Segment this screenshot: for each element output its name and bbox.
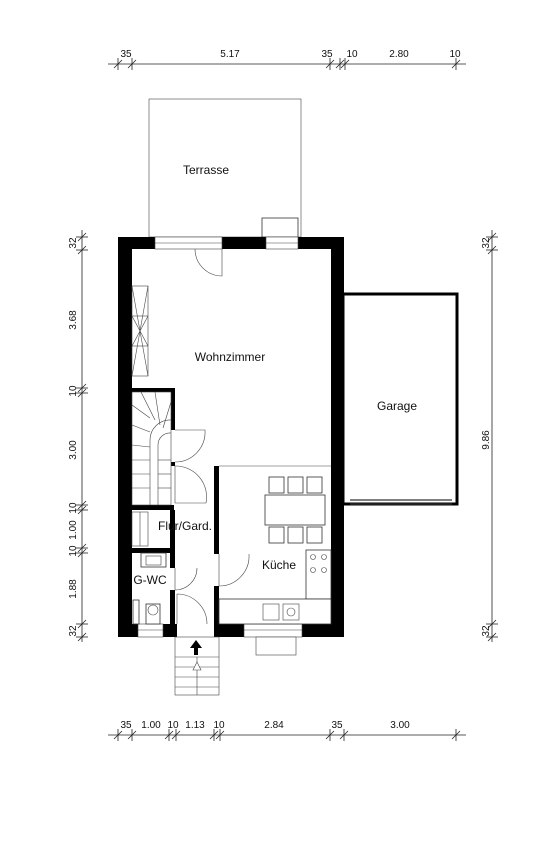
dim-bottom-7: 35 [331, 720, 343, 731]
bottom-windows [137, 623, 303, 656]
staircase [131, 391, 172, 506]
wardrobe [131, 511, 149, 547]
terrace-door-swing [194, 248, 223, 277]
room-label-gwc: G-WC [133, 573, 167, 587]
room-label-wohnzimmer: Wohnzimmer [195, 350, 265, 364]
dim-right-2: 9.86 [481, 430, 492, 450]
left-dimension-line: 32 3.68 10 3.00 10 1.00 10 1.88 32 [68, 230, 88, 642]
dim-bottom-3: 10 [167, 720, 179, 731]
interior-walls [132, 388, 219, 624]
dim-top-2: 5.17 [220, 49, 240, 60]
dim-bottom-5: 10 [213, 720, 225, 731]
dim-left-5: 10 [68, 502, 79, 514]
dim-left-1: 32 [68, 237, 79, 249]
arrow-up-icon [190, 640, 202, 655]
dim-top-4: 10 [346, 49, 358, 60]
dim-left-6: 1.00 [68, 520, 79, 540]
dim-bottom-1: 35 [120, 720, 132, 731]
dim-top-6: 10 [449, 49, 461, 60]
dim-top-3: 35 [321, 49, 333, 60]
dim-left-4: 3.00 [68, 440, 79, 460]
bottom-dimension-line: 35 1.00 10 1.13 10 2.84 35 3.00 [108, 720, 466, 741]
room-label-garage: Garage [377, 399, 417, 413]
dim-left-2: 3.68 [68, 310, 79, 330]
dim-bottom-2: 1.00 [141, 720, 161, 731]
exterior-walls [118, 237, 344, 637]
dim-top-5: 2.80 [389, 49, 409, 60]
top-dimension-line: 35 5.17 35 10 2.80 10 [108, 49, 466, 70]
dim-left-9: 32 [68, 625, 79, 637]
dim-bottom-6: 2.84 [264, 720, 284, 731]
kitchen-counter [218, 549, 332, 625]
room-label-kueche: Küche [262, 558, 296, 572]
top-windows [154, 236, 299, 250]
shelving [131, 285, 149, 377]
dim-left-8: 1.88 [68, 579, 79, 599]
right-dimension-line: 32 9.86 32 [481, 230, 498, 642]
dim-right-1: 32 [481, 237, 492, 249]
dim-top-1: 35 [120, 49, 132, 60]
dim-bottom-8: 3.00 [390, 720, 410, 731]
dim-left-3: 10 [68, 385, 79, 397]
dim-left-7: 10 [68, 545, 79, 557]
room-label-terrasse: Terrasse [183, 163, 229, 177]
interior-door-swings [174, 429, 250, 625]
dim-right-3: 32 [481, 625, 492, 637]
dim-bottom-4: 1.13 [185, 720, 205, 731]
terrace-step [261, 217, 299, 238]
room-label-flur: Flur/Gard. [158, 519, 212, 533]
dining-table [264, 476, 326, 544]
wc-fixtures [132, 552, 167, 625]
